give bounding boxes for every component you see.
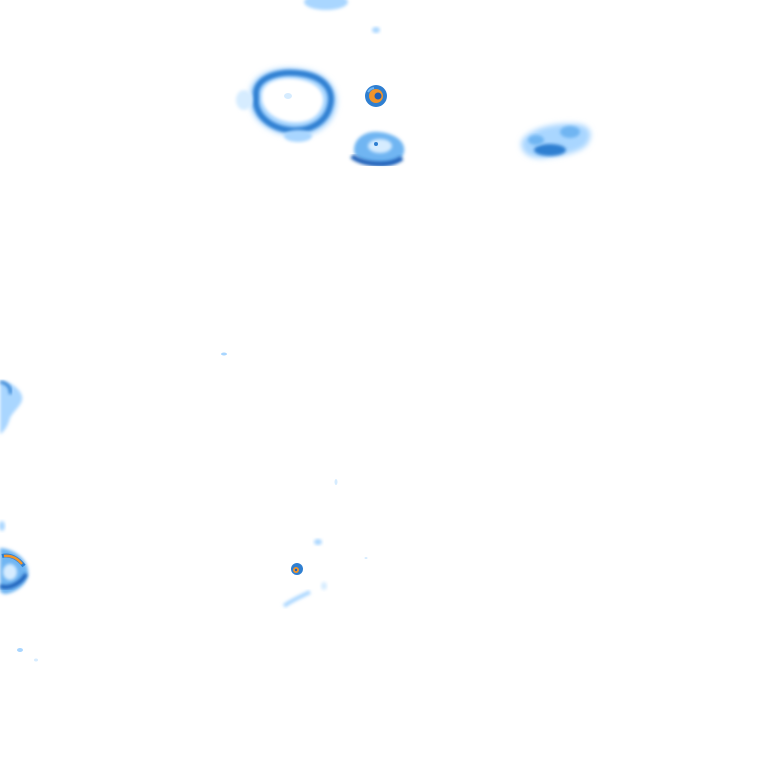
echo-top-edge bbox=[304, 0, 380, 33]
echo-band-northeast bbox=[521, 123, 591, 159]
echo-core-north-center bbox=[365, 85, 387, 107]
echo-ring-northwest bbox=[236, 68, 337, 142]
echo-west-edge bbox=[0, 380, 23, 531]
echo-cell-southwest-edge bbox=[0, 548, 38, 662]
echo-cell-south-center bbox=[282, 479, 368, 608]
echo-speck-mid bbox=[221, 352, 227, 356]
echo-cell-north-center-lower bbox=[350, 131, 405, 167]
